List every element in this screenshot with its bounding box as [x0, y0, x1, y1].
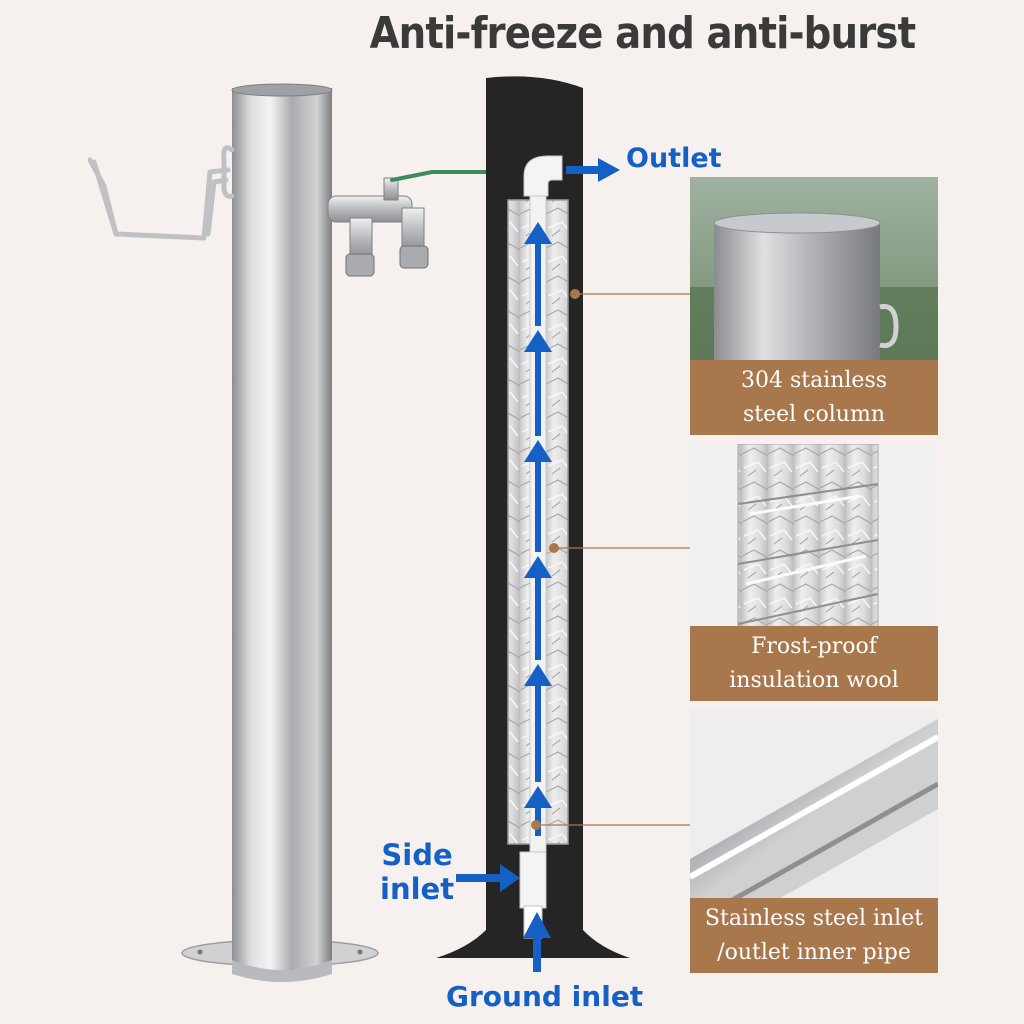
detail-panel-inner-pipe: Stainless steel inlet /outlet inner pipe: [690, 709, 938, 973]
leader-lines: [536, 293, 690, 826]
side-inlet-arrow-icon: [456, 864, 520, 892]
inner-pipe-caption: Stainless steel inlet /outlet inner pipe: [690, 898, 938, 973]
side-inlet-label: Side inlet: [380, 838, 454, 906]
caption-line: Stainless steel inlet: [704, 906, 924, 931]
ground-inlet-arrow-icon: [523, 912, 551, 972]
side-inlet-label-line2: inlet: [380, 872, 455, 906]
product-column: [181, 83, 379, 982]
flow-line: [535, 576, 541, 660]
page-title: Anti-freeze and anti-burst: [369, 8, 916, 59]
steel-column-caption: 304 stainless steel column: [690, 360, 938, 435]
flow-arrow-icon: [524, 556, 552, 578]
flow-arrows: [524, 222, 552, 836]
leader-dot-icon: [531, 820, 541, 830]
leader-dot-icon: [549, 543, 559, 553]
double-tap: [327, 170, 500, 277]
flow-line: [535, 350, 541, 436]
ground-inlet-label: Ground inlet: [446, 980, 644, 1013]
caption-line: Frost-proof: [751, 634, 877, 659]
flow-line: [535, 684, 541, 782]
detail-panel-insulation-wool: Frost-proof insulation wool: [690, 444, 938, 701]
flow-arrow-icon: [524, 222, 552, 244]
caption-line: steel column: [742, 402, 885, 427]
flow-line: [535, 242, 541, 326]
flow-arrow-icon: [524, 664, 552, 686]
caption-line: 304 stainless: [740, 368, 888, 393]
leader-dot-icon: [570, 289, 580, 299]
flow-arrow-icon: [524, 330, 552, 352]
outlet-arrow-icon: [566, 158, 620, 182]
insulation-wool-caption: Frost-proof insulation wool: [690, 626, 938, 701]
caption-line: insulation wool: [729, 668, 899, 693]
detail-panel-steel-column: 304 stainless steel column: [690, 177, 938, 435]
flow-line: [535, 460, 541, 552]
caption-line: /outlet inner pipe: [717, 940, 911, 965]
outlet-label: Outlet: [626, 143, 722, 174]
flow-arrow-icon: [524, 440, 552, 462]
hose-hanger: [87, 145, 235, 241]
side-inlet-label-line1: Side: [381, 838, 453, 872]
flow-arrow-icon: [524, 786, 552, 808]
